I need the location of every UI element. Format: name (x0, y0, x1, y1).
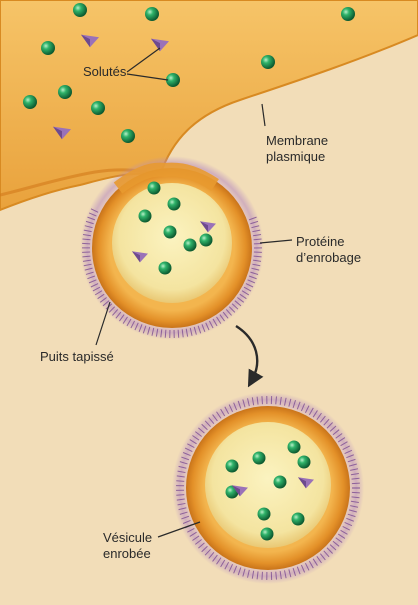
green-sphere-solute-icon (258, 508, 271, 521)
label-solutes: Solutés (83, 64, 126, 80)
green-sphere-solute-icon (288, 441, 301, 454)
green-sphere-solute-icon (139, 210, 152, 223)
label-protein: Protéine d’enrobage (296, 234, 361, 266)
green-sphere-solute-icon (148, 182, 161, 195)
green-sphere-solute-icon (226, 460, 239, 473)
green-sphere-solute-icon (292, 513, 305, 526)
green-sphere-solute-icon (341, 7, 355, 21)
label-membrane: Membrane plasmique (266, 133, 328, 165)
green-sphere-solute-icon (168, 198, 181, 211)
label-membrane-line2: plasmique (266, 149, 328, 165)
label-vesicle: Vésicule enrobée (103, 530, 152, 562)
label-vesicle-line1: Vésicule (103, 530, 152, 546)
label-pit: Puits tapissé (40, 349, 114, 365)
green-sphere-solute-icon (261, 55, 275, 69)
green-sphere-solute-icon (166, 73, 180, 87)
leader-membrane (262, 104, 265, 126)
green-sphere-solute-icon (73, 3, 87, 17)
label-membrane-line1: Membrane (266, 133, 328, 149)
label-vesicle-line2: enrobée (103, 546, 152, 562)
green-sphere-solute-icon (274, 476, 287, 489)
green-sphere-solute-icon (261, 528, 274, 541)
label-solutes-text: Solutés (83, 64, 126, 80)
green-sphere-solute-icon (298, 456, 311, 469)
curved-arrow-icon (236, 326, 257, 380)
green-sphere-solute-icon (121, 129, 135, 143)
green-sphere-solute-icon (145, 7, 159, 21)
label-pit-text: Puits tapissé (40, 349, 114, 365)
green-sphere-solute-icon (184, 239, 197, 252)
label-protein-line1: Protéine (296, 234, 361, 250)
label-protein-line2: d’enrobage (296, 250, 361, 266)
green-sphere-solute-icon (253, 452, 266, 465)
leader-protein (260, 240, 292, 243)
green-sphere-solute-icon (41, 41, 55, 55)
green-sphere-solute-icon (200, 234, 213, 247)
green-sphere-solute-icon (159, 262, 172, 275)
green-sphere-solute-icon (58, 85, 72, 99)
green-sphere-solute-icon (164, 226, 177, 239)
green-sphere-solute-icon (23, 95, 37, 109)
green-sphere-solute-icon (91, 101, 105, 115)
